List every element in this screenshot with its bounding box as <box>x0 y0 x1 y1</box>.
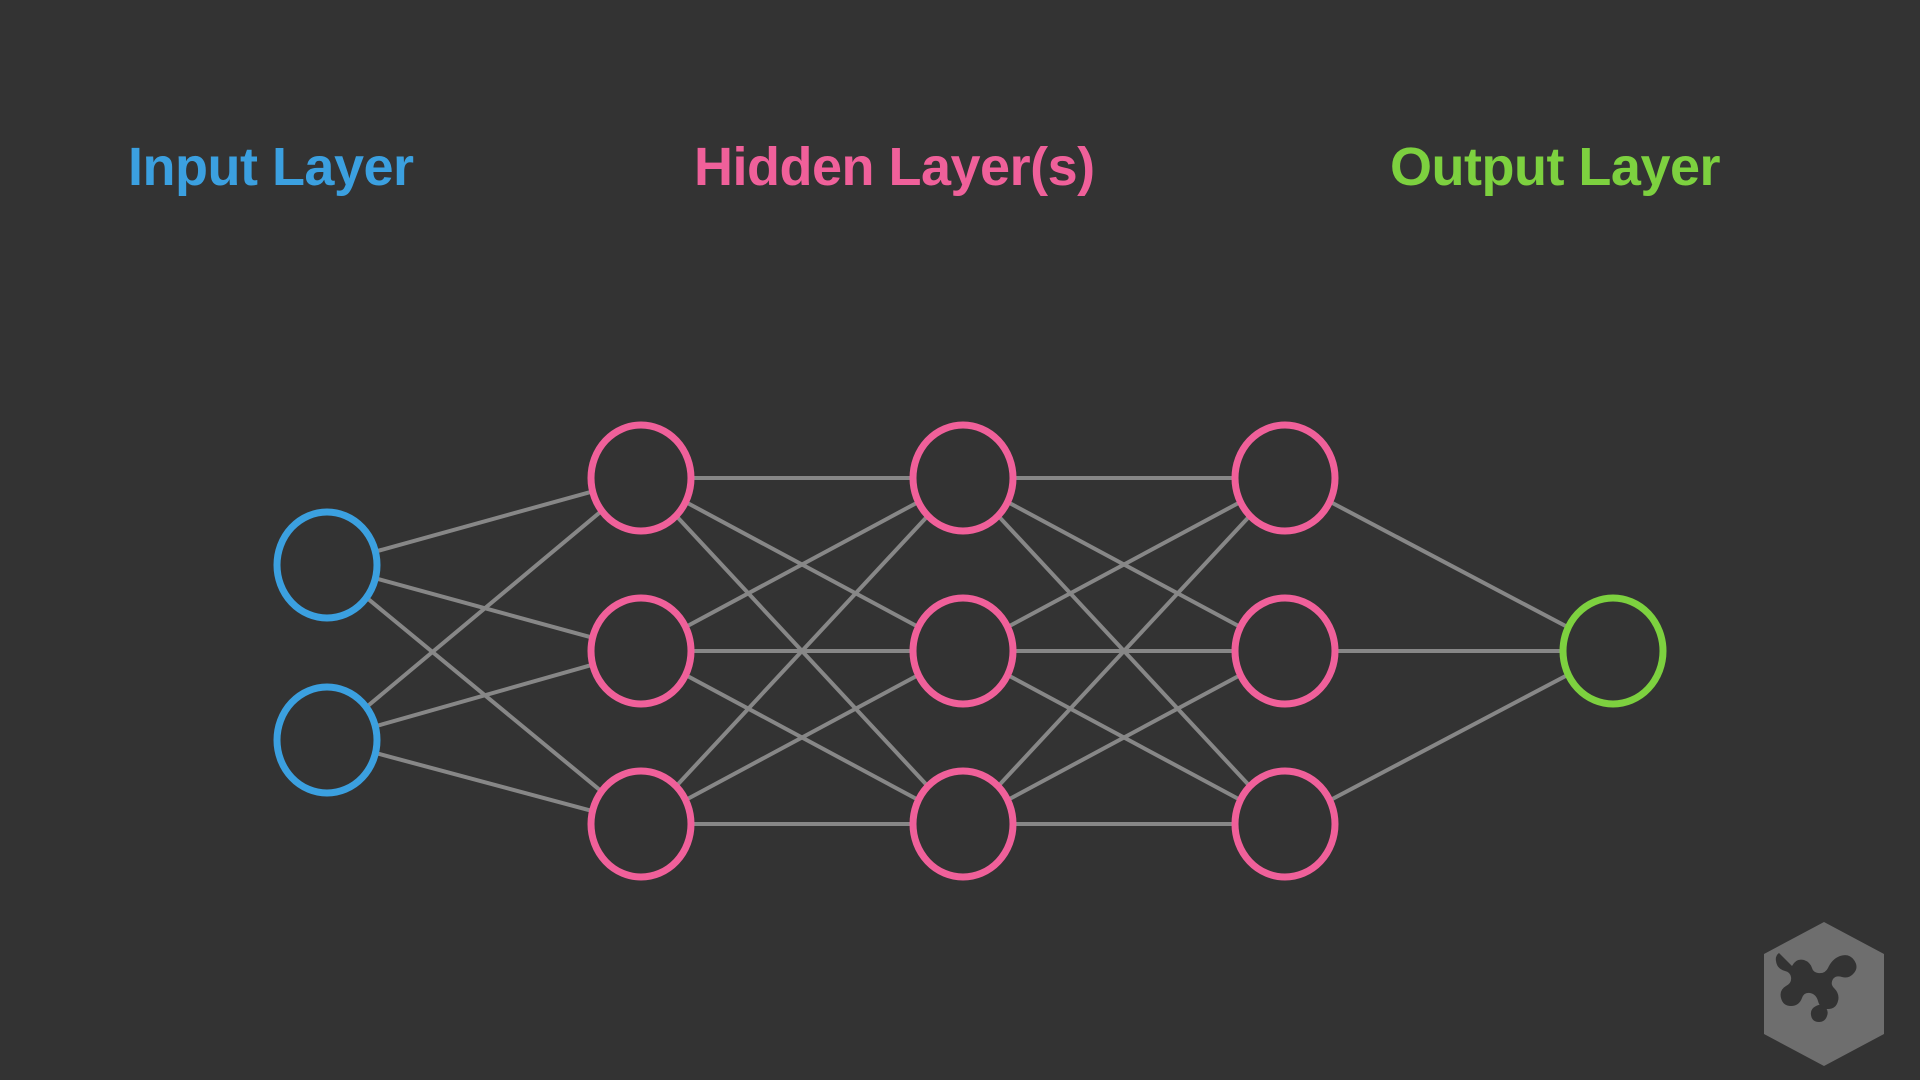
neuron-node-hidden2-1[interactable] <box>909 421 1017 535</box>
connection-edge-input-2-to-hidden1-2 <box>373 662 595 729</box>
connection-edge-input-1-to-hidden1-1 <box>373 489 595 554</box>
neuron-nodes <box>273 421 1667 881</box>
neuron-node-input-2[interactable] <box>273 683 381 797</box>
neuron-node-hidden2-3[interactable] <box>909 767 1017 881</box>
connection-edge-hidden2-3-to-hidden3-1 <box>996 513 1252 789</box>
neuron-node-output-1[interactable] <box>1559 594 1667 708</box>
neuron-node-hidden3-3[interactable] <box>1231 767 1339 881</box>
connection-edge-input-2-to-hidden1-1 <box>364 508 604 710</box>
connection-edge-hidden1-3-to-hidden2-2 <box>683 672 921 803</box>
neuron-node-hidden3-1[interactable] <box>1231 421 1339 535</box>
connection-edge-hidden2-2-to-hidden3-1 <box>1005 499 1243 630</box>
neuron-node-hidden1-3[interactable] <box>587 767 695 881</box>
neuron-node-hidden1-1[interactable] <box>587 421 695 535</box>
connection-edge-hidden3-1-to-output-1 <box>1327 499 1571 630</box>
connection-edge-hidden1-2-to-hidden2-1 <box>683 499 921 630</box>
neuron-node-hidden3-2[interactable] <box>1231 594 1339 708</box>
neuron-node-hidden2-2[interactable] <box>909 594 1017 708</box>
connection-edge-input-2-to-hidden1-3 <box>373 750 595 814</box>
neuron-node-hidden1-2[interactable] <box>587 594 695 708</box>
connection-edges <box>364 476 1571 826</box>
connection-edge-hidden1-3-to-hidden2-1 <box>674 513 930 789</box>
neuron-node-input-1[interactable] <box>273 508 381 622</box>
connection-edge-hidden3-3-to-output-1 <box>1327 672 1571 803</box>
connection-edge-hidden2-3-to-hidden3-2 <box>1005 672 1243 803</box>
